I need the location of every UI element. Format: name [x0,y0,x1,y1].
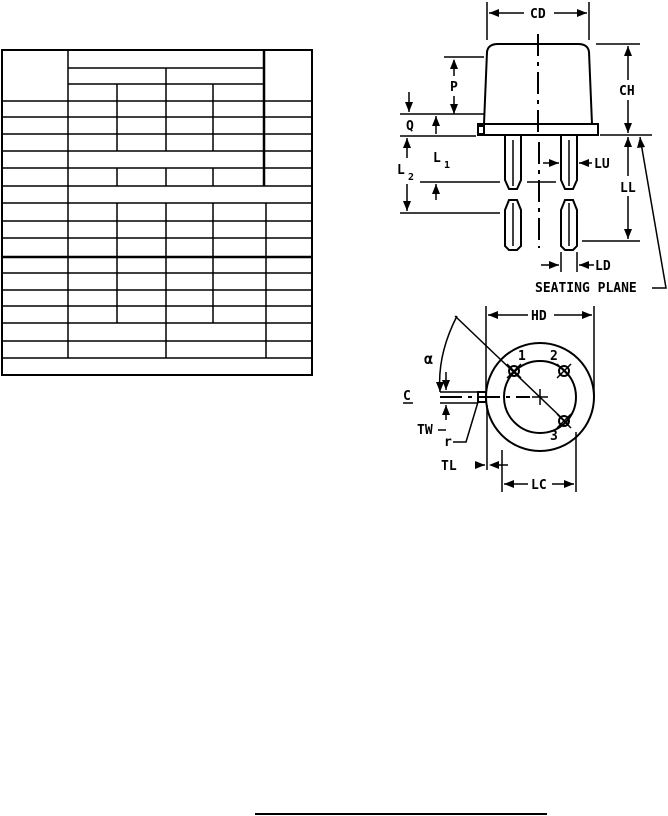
table-grid [1,49,313,376]
label-pin-2: 2 [550,349,558,364]
label-ch: CH [619,84,635,99]
label-l2: L [397,163,405,178]
label-tl: TL [441,459,457,474]
label-lu: LU [594,157,610,172]
label-ld: LD [595,259,611,274]
side-view: CD CH LL P Q L 2 [397,2,667,296]
pin-2 [556,363,572,379]
label-l1: L [433,151,441,166]
label-l1-sub: 1 [444,160,450,171]
lead-right [560,136,578,251]
label-cd: CD [530,7,546,22]
tab [477,125,485,135]
label-tw: TW [417,423,433,438]
label-alpha: α [424,350,433,368]
lead-left [504,136,522,251]
label-r: r [444,435,452,450]
bottom-view: 1 2 3 HD α C TW r TL [403,306,595,493]
label-p: P [450,80,458,95]
pin-1 [506,363,522,379]
label-cl: C [403,389,411,404]
label-hd: HD [531,309,547,324]
label-pin-3: 3 [550,429,558,444]
label-seating-plane: SEATING PLANE [535,281,637,296]
label-ll: LL [620,181,636,196]
label-q: Q [406,119,414,134]
label-lc: LC [531,478,547,493]
inner-circle [503,360,577,434]
label-pin-1: 1 [518,349,526,364]
footer-rule [255,813,547,815]
pin-3 [556,413,572,429]
label-l2-sub: 2 [408,172,414,183]
